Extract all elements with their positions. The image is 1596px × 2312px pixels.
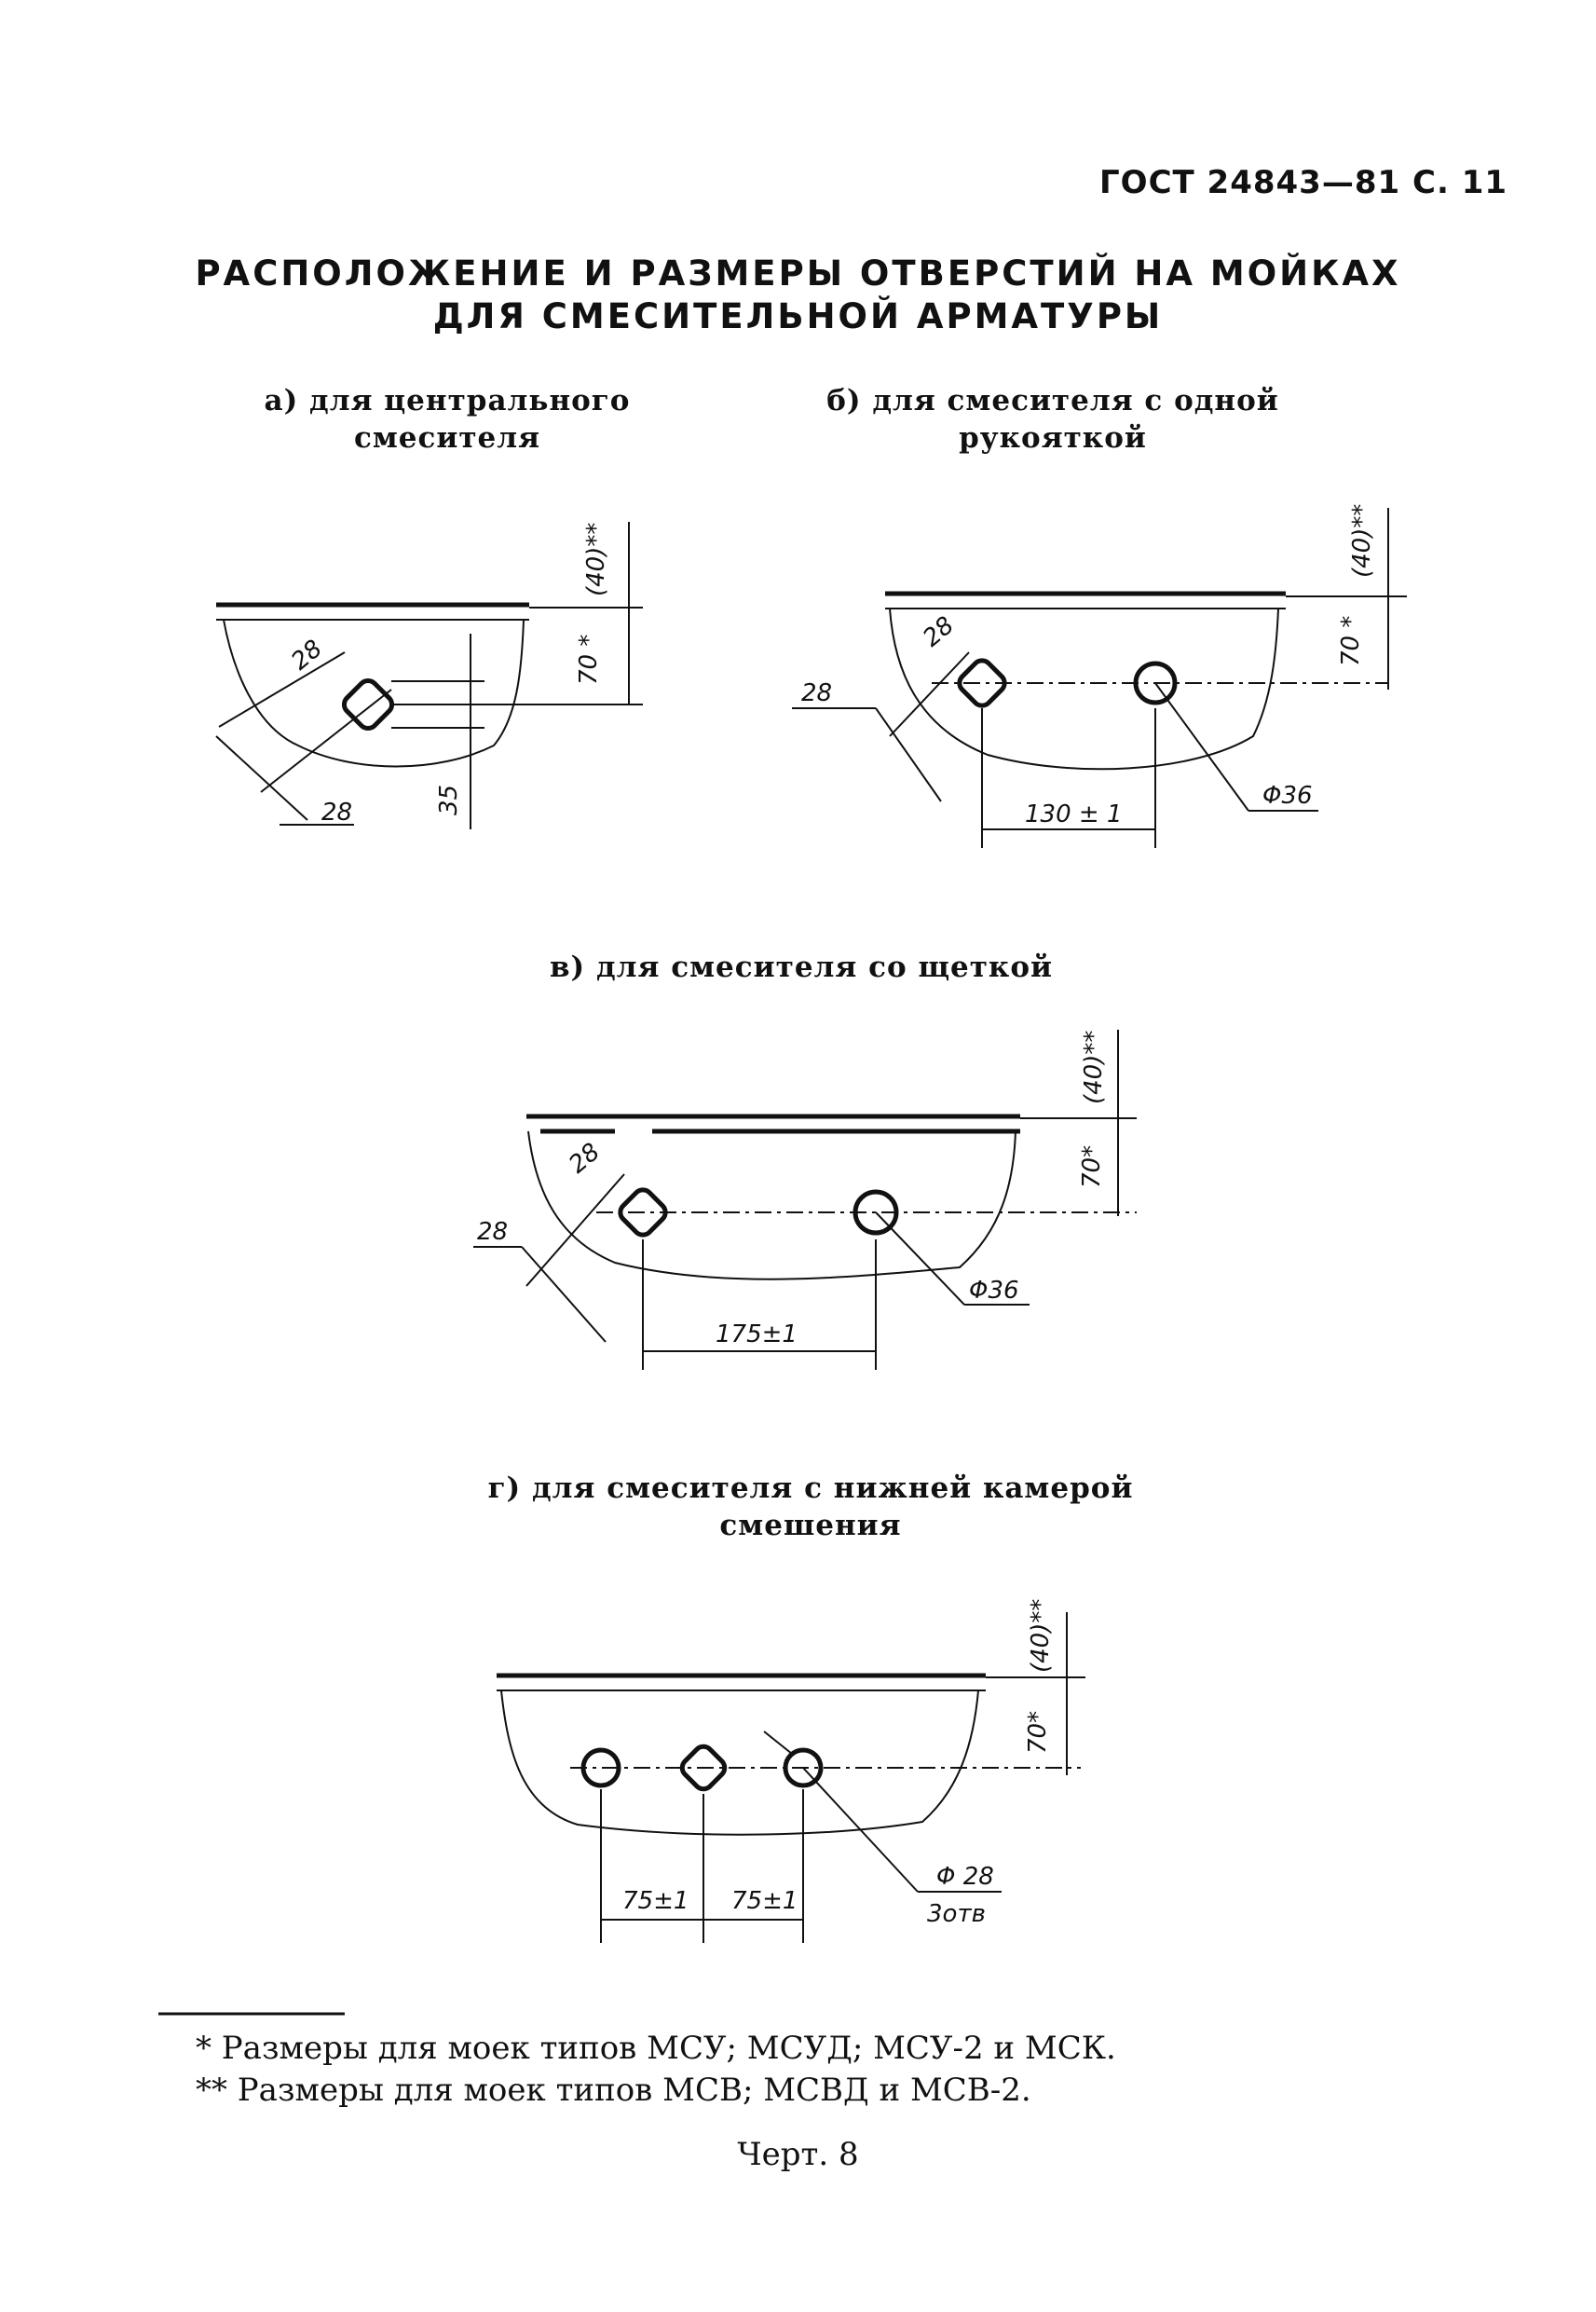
dim-a-height: 70 * xyxy=(575,635,603,685)
dim-b-height-alt: (40)** xyxy=(1348,504,1376,578)
caption-v-line-1: в) для смесителя со щеткой xyxy=(550,951,1053,984)
dim-v-height-alt: (40)** xyxy=(1080,1031,1108,1104)
page-title-line-1: РАСПОЛОЖЕНИЕ И РАЗМЕРЫ ОТВЕРСТИЙ НА МОЙК… xyxy=(195,253,1401,294)
page-reference: ГОСТ 24843—81 С. 11 xyxy=(1099,164,1508,201)
caption-g-line-2: смешения xyxy=(719,1509,902,1542)
page-title-line-2: ДЛЯ СМЕСИТЕЛЬНОЙ АРМАТУРЫ xyxy=(432,296,1164,336)
figure-label: Черт. 8 xyxy=(737,2136,859,2173)
caption-a: а) для центрального смесителя xyxy=(252,382,643,457)
dim-v-spacing: 175±1 xyxy=(716,1320,798,1348)
dim-g-height-alt: (40)** xyxy=(1027,1599,1055,1673)
dim-v-height: 70* xyxy=(1078,1145,1106,1188)
footnote-2: ** Размеры для моек типов МСВ; МСВД и МС… xyxy=(196,2072,1031,2109)
dim-g-diameter: Φ 28 xyxy=(936,1863,994,1891)
dim-b-spacing: 130 ± 1 xyxy=(1025,800,1122,828)
sink-outline-v xyxy=(527,1130,1016,1280)
dim-a-hole: 28 xyxy=(286,635,328,676)
caption-a-line-2: смесителя xyxy=(353,421,541,455)
hole-square-g xyxy=(679,1744,728,1792)
dim-a-height-alt: (40)** xyxy=(582,523,610,596)
dim-a-offset: 35 xyxy=(435,785,463,815)
caption-a-line-1: а) для центрального xyxy=(264,384,631,417)
caption-b: б) для смесителя с одной рукояткой xyxy=(811,382,1295,457)
dim-g-count: 3отв xyxy=(927,1900,986,1928)
dim-g-spacing-2: 75±1 xyxy=(731,1887,798,1915)
caption-b-line-2: рукояткой xyxy=(959,421,1147,455)
dim-v-hole-2: 28 xyxy=(477,1218,508,1246)
dim-b-height: 70 * xyxy=(1337,616,1365,666)
dim-a-hole-2: 28 xyxy=(321,799,352,827)
dim-b-diameter: Φ36 xyxy=(1262,782,1313,810)
dim-v-hole: 28 xyxy=(564,1138,606,1179)
caption-g-line-1: г) для смесителя с нижней камерой xyxy=(487,1471,1134,1505)
hole-square-b xyxy=(957,658,1007,708)
sink-outline-b xyxy=(889,608,1279,771)
caption-b-line-1: б) для смесителя с одной xyxy=(826,384,1279,417)
figure-g-drawing: 70* (40)** 75±1 75±1 Φ 28 3отв xyxy=(497,1599,1085,1943)
footnote-1: * Размеры для моек типов МСУ; МСУД; МСУ-… xyxy=(196,2030,1116,2067)
dim-b-hole-2: 28 xyxy=(801,679,832,707)
dim-g-spacing-1: 75±1 xyxy=(622,1887,689,1915)
sink-outline-g xyxy=(500,1690,979,1836)
dim-v-diameter: Φ36 xyxy=(969,1277,1019,1305)
figure-b-drawing: 70 * (40)** 28 28 130 ± 1 Φ36 xyxy=(792,504,1407,848)
caption-v: в) для смесителя со щеткой xyxy=(466,949,1137,986)
dim-g-height: 70* xyxy=(1024,1711,1052,1754)
figure-v-drawing: 70* (40)** 28 28 175±1 Φ36 xyxy=(473,1030,1137,1370)
dim-b-hole: 28 xyxy=(918,611,960,652)
sink-outline-a xyxy=(223,619,525,768)
figure-a-drawing: 70 * (40)** 28 28 35 xyxy=(215,522,643,829)
caption-g: г) для смесителя с нижней камерой смешен… xyxy=(466,1470,1155,1544)
hole-square-v xyxy=(618,1187,668,1238)
